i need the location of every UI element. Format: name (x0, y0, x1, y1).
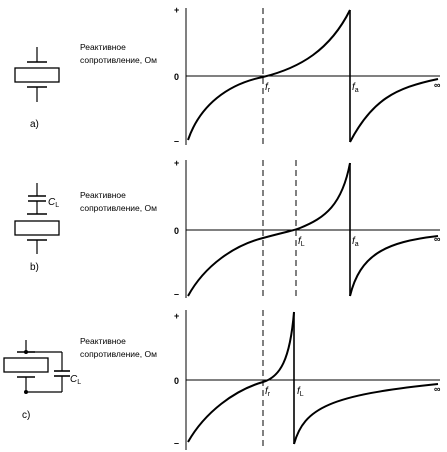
freq-marker-fl-c: fL (297, 386, 304, 398)
panel-b: CL b) Реактивное сопротивление, Ом + 0 –… (14, 158, 441, 299)
infinity-mark-c: ∞ (434, 384, 441, 394)
crystal-symbol-a (14, 47, 60, 102)
panel-c: CL c) Реактивное сопротивление, Ом + 0 –… (3, 310, 441, 450)
crystal-with-series-cap-b (14, 183, 60, 254)
y-axis-label-line1-a: Реактивное (80, 42, 126, 52)
series-cap-label-b: CL (48, 197, 59, 209)
panel-letter-c: c) (22, 410, 30, 421)
freq-marker-fl-b: fL (298, 236, 305, 248)
y-axis-label-line1-c: Реактивное (80, 336, 126, 346)
panel-letter-a: a) (30, 119, 39, 130)
axes-c (185, 310, 440, 450)
parallel-cap-label-c: CL (70, 374, 81, 386)
junction-dots-c (24, 350, 28, 394)
y-axis-label-line2-a: сопротивление, Ом (80, 55, 157, 65)
freq-marker-fa-b: fa (352, 236, 359, 248)
minus-tick-a: – (174, 136, 179, 146)
minus-tick-b: – (174, 289, 179, 299)
freq-marker-fr-a: fr (265, 82, 271, 94)
minus-tick-c: – (174, 438, 179, 448)
freq-marker-fa-a: fa (352, 82, 359, 94)
reactance-curve-a (187, 9, 439, 143)
panel-a: a) Реактивное сопротивление, Ом + 0 – ∞ … (14, 5, 441, 146)
reactance-curve-b (187, 162, 439, 297)
zero-tick-b: 0 (174, 226, 179, 236)
freq-marker-fr-c: fr (265, 386, 271, 398)
panel-letter-b: b) (30, 262, 39, 273)
infinity-mark-a: ∞ (434, 80, 441, 90)
zero-tick-a: 0 (174, 72, 179, 82)
plus-tick-a: + (174, 5, 179, 15)
zero-tick-c: 0 (174, 376, 179, 386)
axes-b (185, 160, 440, 298)
y-axis-label-line2-c: сопротивление, Ом (80, 349, 157, 359)
plus-tick-b: + (174, 158, 179, 168)
y-axis-label-line1-b: Реактивное (80, 190, 126, 200)
reactance-curve-c (187, 311, 439, 445)
infinity-mark-b: ∞ (434, 234, 441, 244)
crystal-with-parallel-cap-c (3, 340, 70, 393)
y-axis-label-line2-b: сопротивление, Ом (80, 203, 157, 213)
axes-a (185, 8, 440, 145)
plus-tick-c: + (174, 311, 179, 321)
